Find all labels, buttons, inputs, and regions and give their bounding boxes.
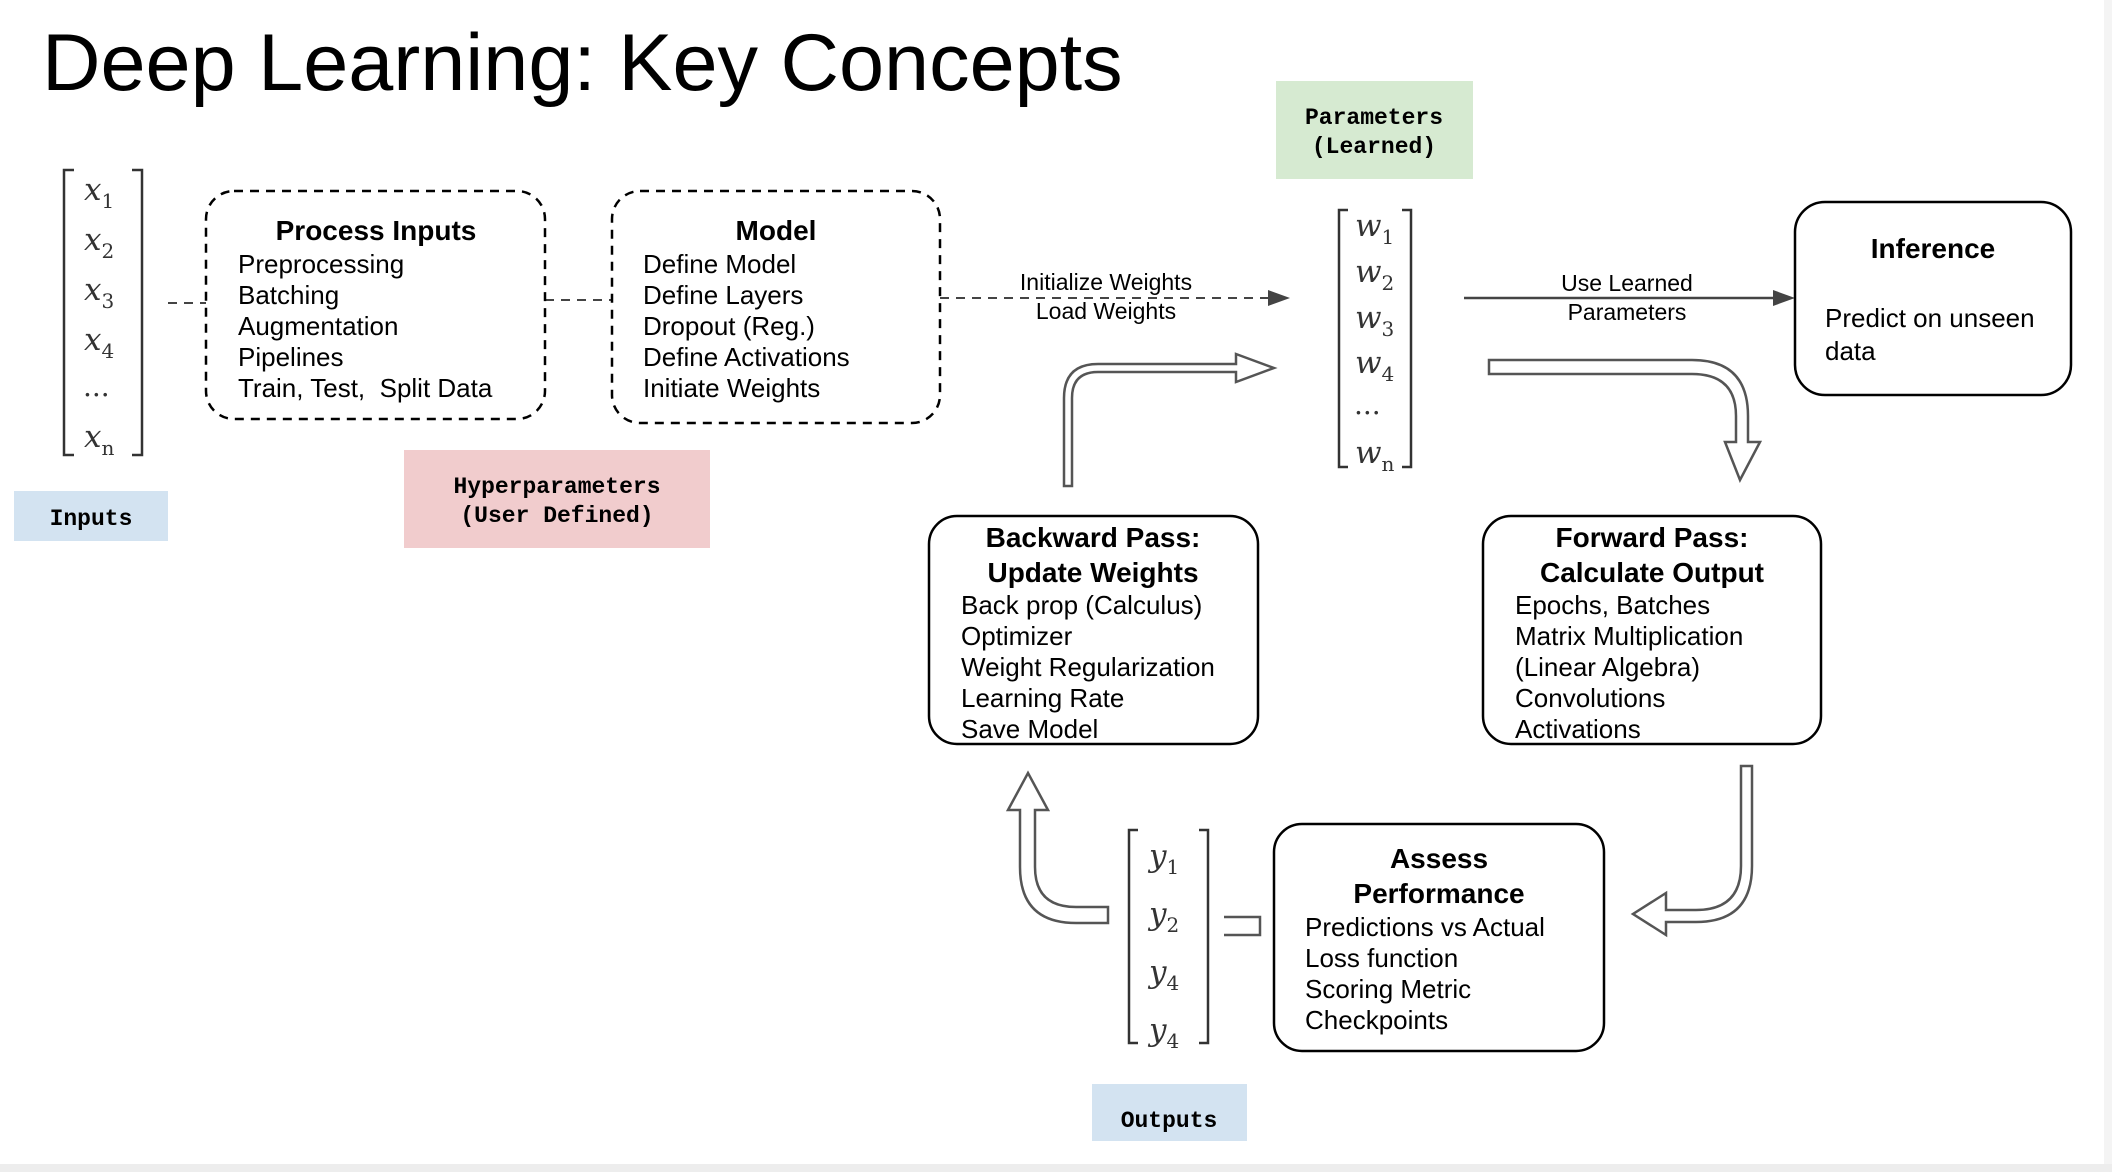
model-item: Define Activations [643,342,850,372]
outputs-vector: y1 y2 y4 y4 [1127,828,1210,1053]
weights-right-bracket [1402,208,1413,469]
process-inputs-box [204,189,547,421]
backward-pass-item: Back prop (Calculus) [961,590,1202,620]
forward-pass-item: Activations [1515,714,1641,744]
y2-symbol: y2 [1147,896,1179,937]
backward-pass-item: Save Model [961,714,1098,744]
process-inputs-item: Batching [238,280,339,310]
w4-symbol: w4 [1355,345,1394,386]
assess-heading-line2: Performance [1353,878,1524,909]
to-assess-arrow [1630,764,1754,938]
inference-item: Predict on unseen [1825,303,2035,333]
x3-symbol: x3 [84,272,114,313]
outputs-right-bracket [1199,828,1210,1045]
parameters-label: Parameters [1568,299,1687,325]
to-forward-pass-arrow [1487,358,1763,483]
hyperparameters-tag [404,450,710,548]
inference-item: data [1825,336,1876,366]
y4-symbol: y4 [1147,954,1179,995]
x2-symbol: x2 [84,222,114,263]
backward-pass-heading-line2: Update Weights [987,557,1198,588]
weights-vector: w1 w2 w3 w4 ... wn [1337,208,1413,476]
process-inputs-item: Augmentation [238,311,398,341]
use-learned-parameters-arrowhead [1773,290,1795,306]
use-learned-label: Use Learned [1561,270,1693,296]
inputs-vector: x1 x2 x3 x4 ... xn [62,168,144,460]
assess-heading-line1: Assess [1390,843,1488,874]
to-weights-arrow [1062,352,1278,488]
load-weights-label: Load Weights [1036,298,1176,324]
model-box [610,189,942,425]
inputs-left-bracket [62,168,74,457]
parameters-tag-line1: Parameters [1305,105,1443,131]
right-edge-strip [2104,0,2112,1172]
process-inputs-item: Preprocessing [238,249,404,279]
forward-pass-item: Epochs, Batches [1515,590,1710,620]
assess-item: Predictions vs Actual [1305,912,1545,942]
inputs-right-bracket [132,168,144,457]
inputs-tag-label: Inputs [50,506,133,532]
outputs-tag [1092,1084,1247,1141]
hyperparameters-tag-line2: (User Defined) [460,503,653,529]
forward-pass-heading-line1: Forward Pass: [1556,522,1749,553]
xn-symbol: xn [84,419,114,460]
model-item: Define Model [643,249,796,279]
process-inputs-heading: Process Inputs [276,215,477,246]
inference-heading: Inference [1871,233,1996,264]
parameters-tag [1276,81,1473,179]
backward-pass-item: Learning Rate [961,683,1124,713]
page-title: Deep Learning: Key Concepts [42,18,1123,108]
parameters-tag-line2: (Learned) [1312,134,1436,160]
initialize-weights-label: Initialize Weights [1020,269,1192,295]
x1-symbol: x1 [84,172,114,213]
outputs-to-assess-connector [1224,915,1262,937]
process-inputs-item: Pipelines [238,342,344,372]
outputs-left-bracket [1127,828,1138,1045]
assess-performance-box [1272,822,1606,1053]
y4-symbol: y4 [1147,1012,1179,1053]
inference-box [1793,200,2073,397]
y1-symbol: y1 [1147,838,1179,879]
to-backward-pass-arrow [1005,770,1110,925]
weights-left-bracket [1337,208,1348,469]
w3-symbol: w3 [1355,300,1394,341]
process-inputs-item: Train, Test, Split Data [238,373,493,403]
forward-pass-heading-line2: Calculate Output [1540,557,1764,588]
model-item: Define Layers [643,280,803,310]
backward-pass-heading-line1: Backward Pass: [986,522,1201,553]
w1-symbol: w1 [1355,208,1394,249]
forward-pass-item: (Linear Algebra) [1515,652,1700,682]
backward-pass-item: Optimizer [961,621,1073,651]
model-item: Initiate Weights [643,373,820,403]
hyperparameters-tag-line1: Hyperparameters [453,474,660,500]
forward-pass-item: Convolutions [1515,683,1665,713]
wn-symbol: wn [1355,435,1395,476]
forward-pass-box [1481,514,1823,746]
inputs-ellipsis: ... [83,370,110,403]
assess-item: Scoring Metric [1305,974,1471,1004]
bottom-edge-strip [0,1164,2112,1172]
backward-pass-box [927,514,1260,746]
model-item: Dropout (Reg.) [643,311,815,341]
inputs-tag [14,491,168,541]
assess-item: Checkpoints [1305,1005,1448,1035]
w2-symbol: w2 [1355,254,1394,295]
assess-item: Loss function [1305,943,1458,973]
outputs-tag-label: Outputs [1121,1108,1218,1134]
x4-symbol: x4 [84,322,114,363]
initialize-weights-arrowhead [1268,290,1290,306]
backward-pass-item: Weight Regularization [961,652,1215,682]
weights-ellipsis: ... [1354,388,1381,421]
model-heading: Model [736,215,817,246]
forward-pass-item: Matrix Multiplication [1515,621,1743,651]
